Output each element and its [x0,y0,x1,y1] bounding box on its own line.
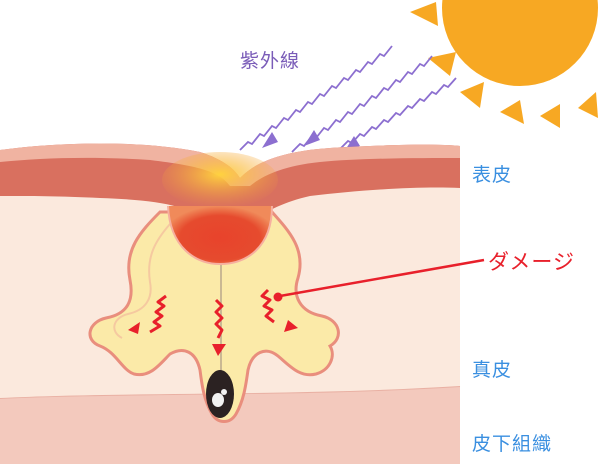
uv-ray-1 [239,45,393,151]
epidermis-label: 表皮 [472,164,513,186]
uv-label: 紫外線 [240,50,301,72]
subcutaneous-label: 皮下組織 [472,433,553,455]
hair-bulb [206,370,234,418]
subcutaneous-layer [0,386,460,464]
inflamed-pore [162,152,278,266]
damage-label: ダメージ [488,250,575,274]
epidermis-highlight [0,143,460,186]
gland-inner-outline [113,223,171,339]
damage-pointer-dot [273,292,283,302]
damage-arrows [149,288,275,339]
damage-arrowheads [128,320,298,356]
sebaceous-gland [88,210,340,423]
damage-arrow-right [260,288,275,324]
dermis-label: 真皮 [472,359,513,381]
sun-icon [410,0,598,128]
damage-arrow-left [149,294,167,334]
damage-arrow-center [214,298,224,339]
uv-ray-3 [339,77,457,150]
damage-pointer-line [279,258,485,298]
